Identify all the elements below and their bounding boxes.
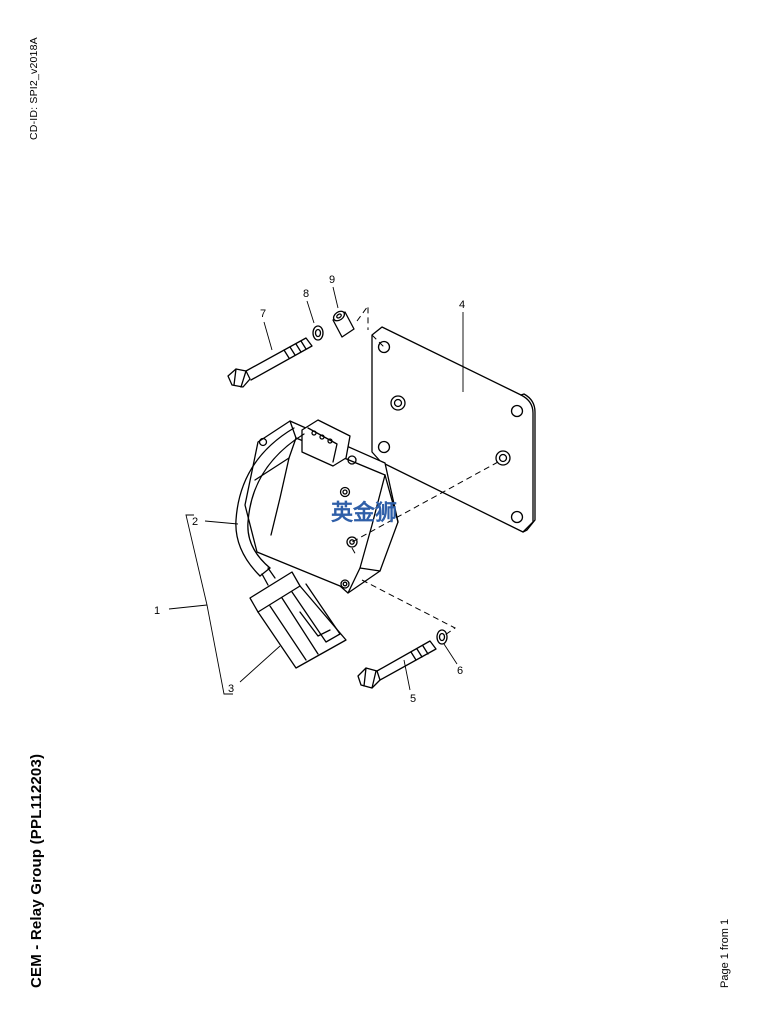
callout-8: 8 xyxy=(303,288,309,300)
callout-9: 9 xyxy=(329,274,335,286)
bolt-lower xyxy=(357,640,437,689)
callout-4: 4 xyxy=(459,299,465,311)
callout-7: 7 xyxy=(260,308,266,320)
bolt-upper xyxy=(227,337,313,388)
callout-3: 3 xyxy=(228,683,234,695)
washer-lower xyxy=(436,629,448,645)
connector-plug xyxy=(249,571,347,669)
callout-5: 5 xyxy=(410,693,416,705)
spacer-sleeve xyxy=(332,310,355,338)
washer-upper xyxy=(312,325,324,341)
callout-1: 1 xyxy=(154,605,160,617)
callout-2: 2 xyxy=(192,516,198,528)
mounting-plate xyxy=(371,326,536,533)
callout-leaders xyxy=(168,286,464,695)
watermark: 英金狮 xyxy=(331,500,397,526)
callout-6: 6 xyxy=(457,665,463,677)
relay-module xyxy=(244,419,399,594)
assembly-guide-lines xyxy=(351,304,499,636)
cable-harness xyxy=(235,427,305,586)
